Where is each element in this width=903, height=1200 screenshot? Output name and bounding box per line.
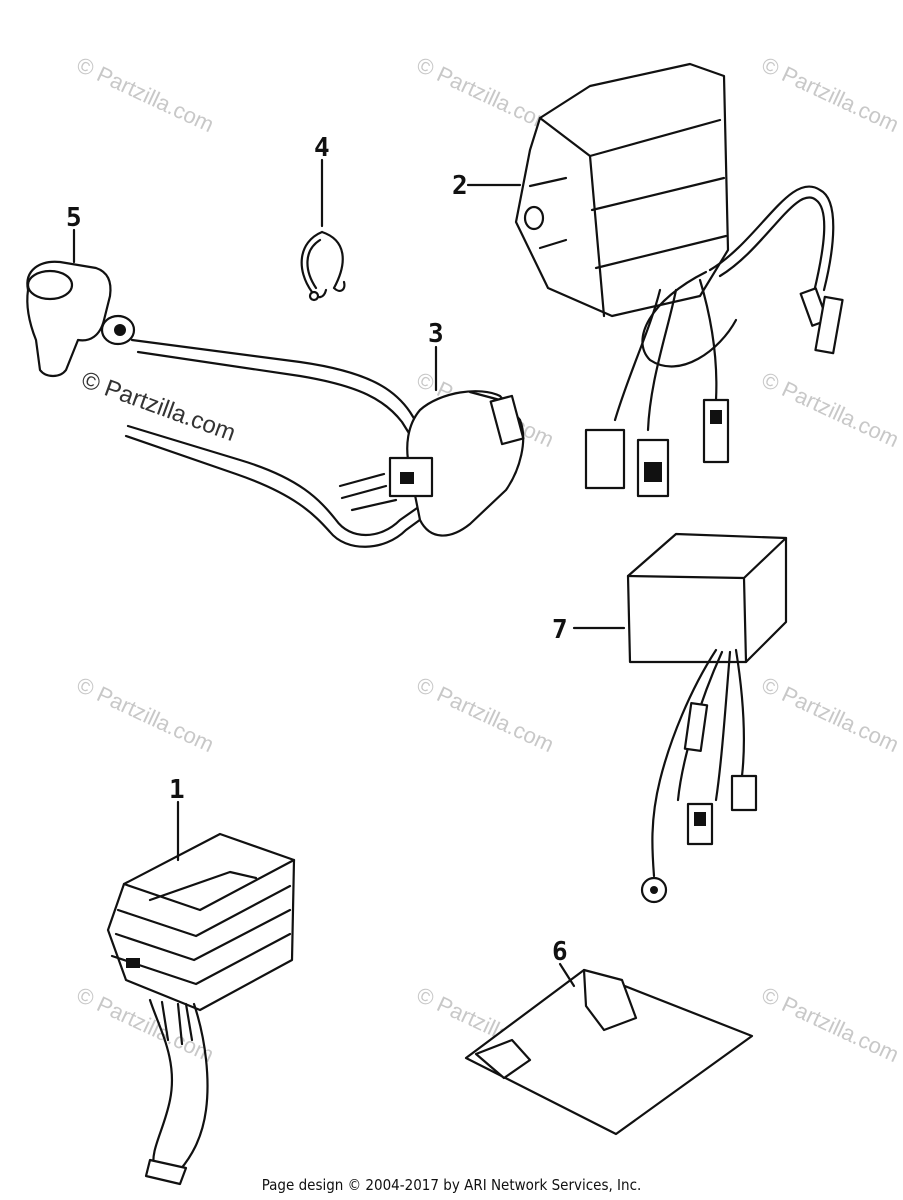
part-2-cdi-unit[interactable]: [466, 62, 844, 498]
callout-3: 3: [428, 319, 444, 349]
footer-copyright: Page design © 2004-2017 by ARI Network S…: [261, 1176, 642, 1194]
callout-7: 7: [552, 615, 568, 645]
part-3-ignition-coil[interactable]: [124, 338, 525, 548]
part-1-regulator[interactable]: [106, 800, 296, 1186]
watermark: © Partzilla.com: [73, 52, 218, 137]
watermark: © Partzilla.com: [413, 52, 558, 137]
watermark: © Partzilla.com: [758, 52, 903, 137]
watermark: © Partzilla.com: [73, 672, 218, 757]
watermark: © Partzilla.com: [758, 367, 903, 452]
part-5-spark-plug-cap[interactable]: [26, 228, 136, 378]
watermark: © Partzilla.com: [758, 672, 903, 757]
callout-5: 5: [66, 203, 82, 233]
watermark: © Partzilla.com: [413, 672, 558, 757]
part-7-relay-box[interactable]: [572, 532, 788, 904]
callout-1: 1: [169, 775, 185, 805]
callout-2: 2: [452, 171, 468, 201]
watermark: © Partzilla.com: [758, 982, 903, 1067]
callout-labels: 1 2 3 4 5 6 7: [66, 133, 568, 967]
part-6-pad[interactable]: [464, 962, 754, 1136]
callout-6: 6: [552, 937, 568, 967]
callout-4: 4: [314, 133, 330, 163]
part-4-wire-clip[interactable]: [300, 158, 346, 302]
